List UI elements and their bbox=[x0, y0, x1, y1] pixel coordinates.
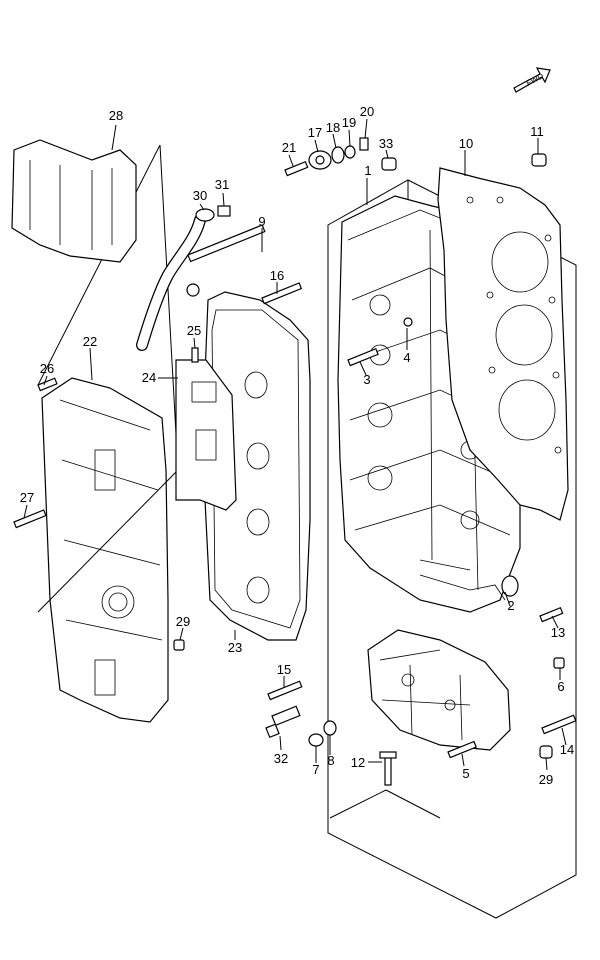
dowel-33 bbox=[381, 157, 397, 171]
plug-29b bbox=[539, 745, 553, 759]
callout-8: 8 bbox=[327, 753, 334, 768]
o-ring-18 bbox=[331, 146, 345, 164]
leader-lines bbox=[23, 118, 567, 819]
bolt-25 bbox=[191, 347, 199, 363]
plate-gasket bbox=[175, 359, 237, 511]
thermostat-housing bbox=[367, 629, 511, 751]
callout-22: 22 bbox=[83, 334, 97, 349]
breather-hose bbox=[136, 208, 215, 351]
bolt-3 bbox=[347, 347, 379, 367]
callout-14: 14 bbox=[560, 742, 574, 757]
callout-30: 30 bbox=[193, 188, 207, 203]
callout-33: 33 bbox=[379, 136, 393, 151]
cap-31 bbox=[217, 205, 231, 217]
bolt-15 bbox=[267, 680, 303, 701]
callout-26: 26 bbox=[40, 361, 54, 376]
callout-32: 32 bbox=[274, 751, 288, 766]
bolt-21 bbox=[284, 160, 309, 177]
callout-17: 17 bbox=[308, 125, 322, 140]
callout-9: 9 bbox=[258, 214, 265, 229]
bolt-14 bbox=[541, 714, 577, 735]
callout-16: 16 bbox=[270, 268, 284, 283]
callout-6: 6 bbox=[557, 679, 564, 694]
callout-29a: 29 bbox=[176, 614, 190, 629]
callout-10: 10 bbox=[459, 136, 473, 151]
washer-7 bbox=[308, 733, 324, 747]
sensor-32 bbox=[265, 705, 301, 739]
bolt-12 bbox=[379, 751, 397, 786]
bolt-5 bbox=[447, 740, 477, 759]
callout-5: 5 bbox=[462, 766, 469, 781]
callout-24: 24 bbox=[142, 370, 156, 385]
valve-cover-frame bbox=[37, 144, 179, 613]
callout-13: 13 bbox=[551, 625, 565, 640]
valve-cover bbox=[41, 377, 169, 723]
bolt-13 bbox=[539, 606, 564, 623]
callout-15: 15 bbox=[277, 662, 291, 677]
collar-19 bbox=[344, 145, 356, 159]
callout-1: 1 bbox=[364, 163, 371, 178]
callout-23: 23 bbox=[228, 640, 242, 655]
fwd-arrow-icon: FWD bbox=[513, 67, 551, 93]
plug-29a bbox=[173, 639, 185, 651]
callout-7: 7 bbox=[312, 762, 319, 777]
bolt-27 bbox=[13, 509, 47, 529]
callout-29b: 29 bbox=[539, 772, 553, 787]
plug-4 bbox=[403, 317, 413, 327]
callout-25: 25 bbox=[187, 323, 201, 338]
bolt-20 bbox=[359, 137, 369, 151]
callout-28: 28 bbox=[109, 108, 123, 123]
callout-12: 12 bbox=[351, 755, 365, 770]
callout-21: 21 bbox=[282, 140, 296, 155]
callout-3: 3 bbox=[363, 372, 370, 387]
callout-4: 4 bbox=[403, 350, 410, 365]
o-ring-8 bbox=[323, 720, 337, 736]
bolt-26 bbox=[37, 377, 58, 392]
heat-shield bbox=[11, 139, 137, 263]
bolt-9 bbox=[186, 224, 266, 297]
o-ring-2 bbox=[501, 575, 519, 597]
callout-27: 27 bbox=[20, 490, 34, 505]
callout-19: 19 bbox=[342, 115, 356, 130]
callout-2: 2 bbox=[507, 598, 514, 613]
dowel-11 bbox=[531, 153, 547, 167]
callout-20: 20 bbox=[360, 104, 374, 119]
callout-18: 18 bbox=[326, 120, 340, 135]
dowel-6 bbox=[553, 657, 565, 669]
callout-31: 31 bbox=[215, 177, 229, 192]
callout-labels: 1 2 3 4 5 6 7 8 9 10 11 12 13 14 15 16 1… bbox=[20, 104, 574, 787]
head-gasket bbox=[437, 167, 569, 521]
callout-11: 11 bbox=[530, 124, 544, 139]
bolt-16 bbox=[261, 282, 303, 305]
sensor-17 bbox=[308, 150, 332, 170]
